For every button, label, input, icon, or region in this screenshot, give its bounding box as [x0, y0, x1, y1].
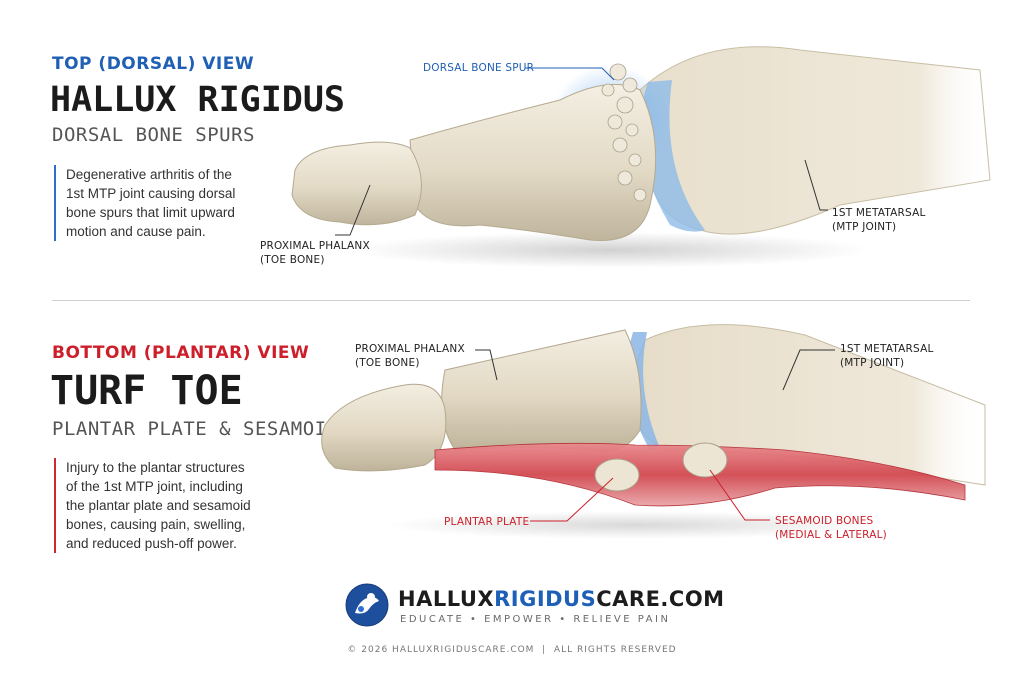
top-description-line: motion and cause pain.: [66, 224, 206, 239]
bottom-sesamoid-leader: [709, 469, 770, 521]
top-callout-dorsal-spur: DORSAL BONE SPUR: [423, 62, 535, 74]
top-metatarsal-bone: [639, 46, 991, 235]
top-description-line: Degenerative arthritis of the: [66, 167, 232, 182]
bottom-plate-leader: [530, 477, 614, 522]
top-callout-metatarsal-line: 1ST METATARSAL: [832, 207, 926, 219]
bottom-metatarsal-leader: [782, 349, 835, 391]
bottom-sesamoid-lateral: [682, 442, 728, 478]
top-joint-illustration: [291, 46, 991, 268]
brand-wordmark-part: CARE.COM: [596, 587, 725, 611]
top-callout-phalanx-line: (TOE BONE): [260, 254, 325, 266]
top-callout-phalanx-line: PROXIMAL PHALANX: [260, 240, 370, 252]
bottom-view-label: BOTTOM (PLANTAR) VIEW: [52, 343, 310, 363]
bottom-distal-phalanx-bone: [321, 383, 447, 472]
bottom-description: Injury to the plantar structures of the …: [54, 458, 286, 553]
bottom-callout-sesamoids: SESAMOID BONES (MEDIAL & LATERAL): [775, 514, 887, 542]
top-view-label: TOP (DORSAL) VIEW: [52, 54, 255, 74]
top-metatarsal-leader: [804, 159, 828, 211]
bottom-description-line: and reduced push-off power.: [66, 536, 237, 551]
brand-wordmark-accent: RIGIDUS: [494, 587, 597, 611]
bottom-sesamoid-medial: [594, 458, 640, 492]
top-proximal-phalanx-bone: [409, 83, 657, 242]
bottom-callout-phalanx-line: PROXIMAL PHALANX: [355, 343, 465, 355]
bottom-description-line: bones, causing pain, swelling,: [66, 517, 246, 532]
top-description: Degenerative arthritis of the 1st MTP jo…: [54, 165, 266, 241]
brand-wordmark: HALLUXRIGIDUSCARE.COM: [398, 587, 725, 611]
brand-tagline: EDUCATE • EMPOWER • RELIEVE PAIN: [400, 614, 671, 625]
bottom-subtitle: PLANTAR PLATE & SESAMOIDS: [52, 418, 351, 440]
bottom-callout-sesamoid-line: (MEDIAL & LATERAL): [775, 529, 887, 541]
section-divider: [52, 300, 970, 301]
top-callout-metatarsal: 1ST METATARSAL (MTP JOINT): [832, 206, 926, 234]
bottom-callout-metatarsal: 1ST METATARSAL (MTP JOINT): [840, 342, 934, 370]
bottom-description-line: Injury to the plantar structures: [66, 460, 245, 475]
footer-copyright: © 2026 HALLUXRIGIDUSCARE.COM | ALL RIGHT…: [347, 645, 677, 655]
bottom-proximal-phalanx-bone: [441, 329, 642, 452]
bottom-callout-phalanx-line: (TOE BONE): [355, 357, 420, 369]
top-phalanx-leader: [335, 184, 371, 236]
bottom-callout-metatarsal-line: (MTP JOINT): [840, 357, 905, 369]
top-distal-phalanx-bone: [291, 141, 422, 226]
bottom-title: TURF TOE: [50, 368, 243, 414]
top-title: HALLUX RIGIDUS: [50, 80, 346, 120]
top-callout-phalanx: PROXIMAL PHALANX (TOE BONE): [260, 239, 370, 267]
top-bone-spur-cluster: [601, 63, 647, 202]
bottom-callout-plantar-plate: PLANTAR PLATE: [444, 516, 530, 528]
foot-joint-logo-icon: [345, 583, 389, 627]
bottom-joint-illustration: [321, 324, 986, 539]
bottom-description-line: the plantar plate and sesamoid: [66, 498, 251, 513]
bottom-callout-sesamoid-line: SESAMOID BONES: [775, 515, 874, 527]
top-callout-metatarsal-line: (MTP JOINT): [832, 221, 897, 233]
top-description-line: bone spurs that limit upward: [66, 205, 235, 220]
top-ground-shadow: [350, 232, 870, 268]
bottom-callout-metatarsal-line: 1ST METATARSAL: [840, 343, 934, 355]
bottom-callout-phalanx: PROXIMAL PHALANX (TOE BONE): [355, 342, 465, 370]
top-description-line: 1st MTP joint causing dorsal: [66, 186, 236, 201]
bottom-description-line: of the 1st MTP joint, including: [66, 479, 243, 494]
top-subtitle: DORSAL BONE SPURS: [52, 124, 255, 146]
bottom-phalanx-leader: [475, 349, 498, 381]
top-spur-leader: [601, 67, 615, 81]
bottom-ground-shadow: [385, 511, 885, 539]
brand-wordmark-part: HALLUX: [398, 587, 495, 611]
